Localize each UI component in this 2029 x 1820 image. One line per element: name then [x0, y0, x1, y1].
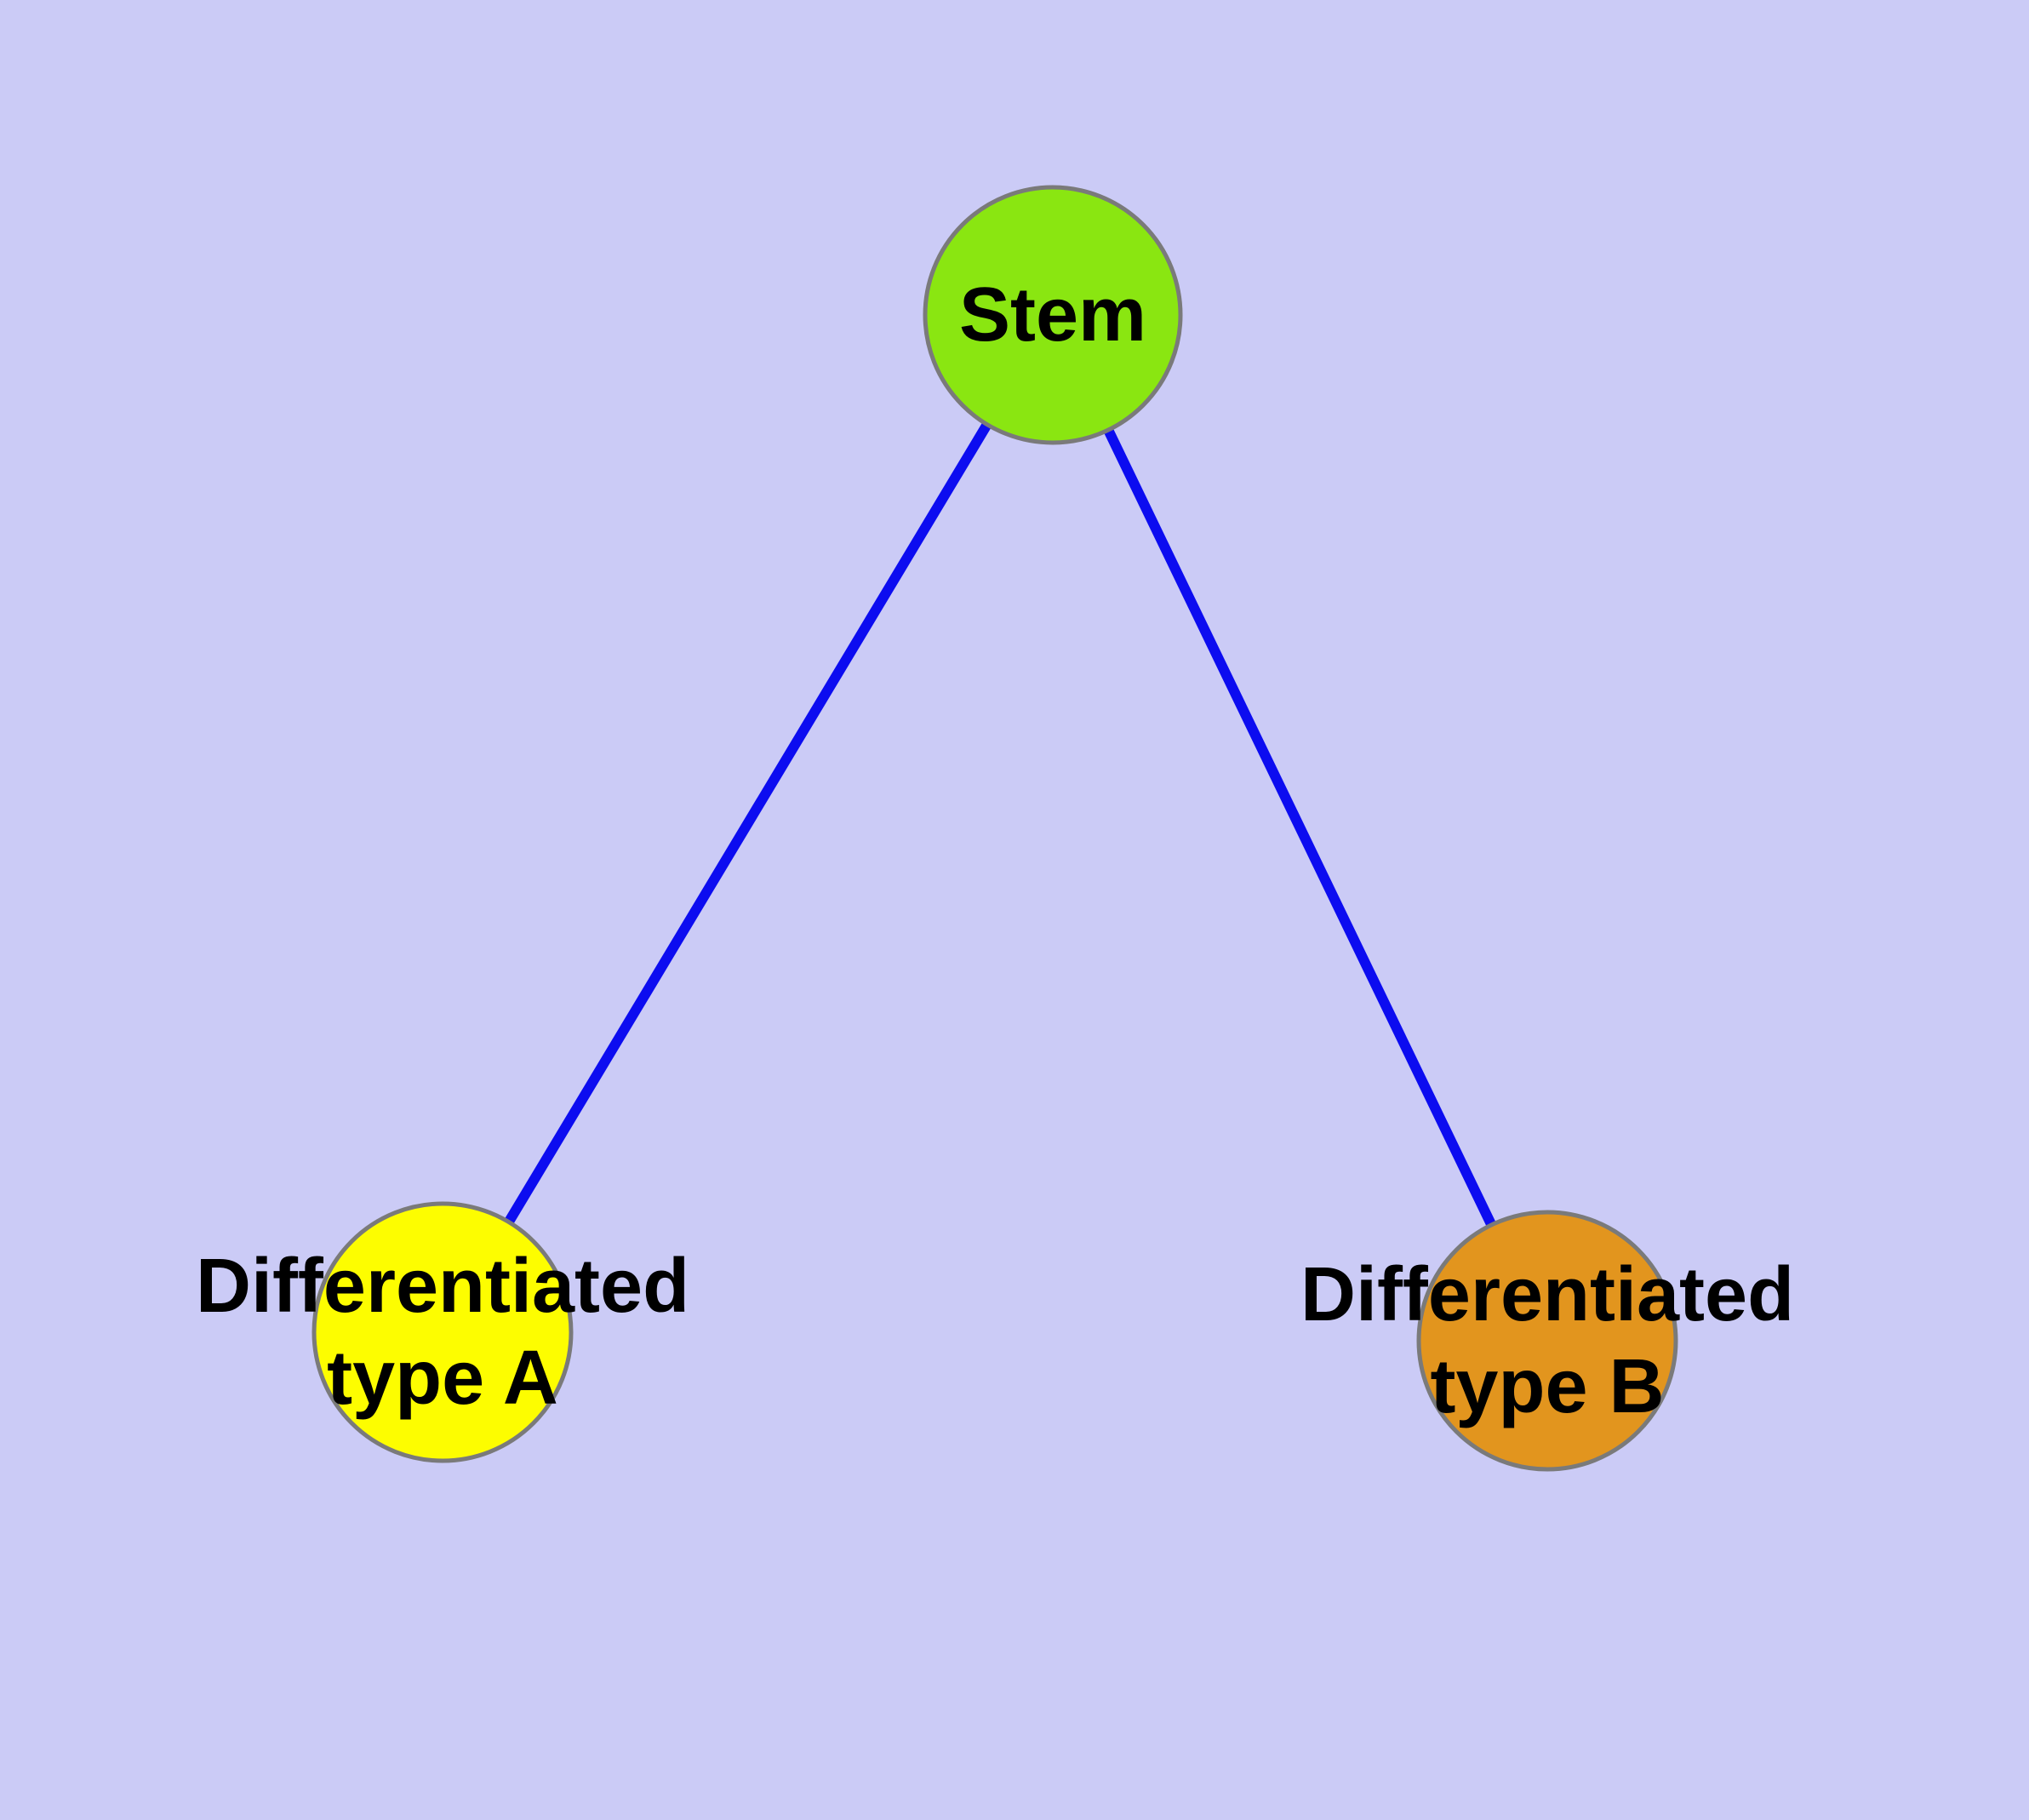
node-circle-stem: [923, 185, 1183, 445]
type-b-label-line-2: type B: [1430, 1344, 1665, 1429]
type-a-label-line-1: Differentiated: [195, 1244, 690, 1329]
node-circle-type-a: [311, 1201, 574, 1463]
node-circle-type-b: [1416, 1210, 1678, 1472]
edge-stem-to-type-b: [1048, 310, 1552, 1346]
edge-stem-to-type-a: [437, 310, 1058, 1337]
stem-label-line-1: Stem: [958, 272, 1147, 358]
stem-node-label: Stem: [959, 269, 1146, 361]
type-a-label-line-2: type A: [327, 1336, 558, 1421]
type-b-label-line-1: Differentiated: [1300, 1252, 1795, 1337]
type-b-node-label: Differentiated type B: [1300, 1249, 1794, 1433]
type-a-node-label: Differentiated type A: [196, 1240, 689, 1424]
